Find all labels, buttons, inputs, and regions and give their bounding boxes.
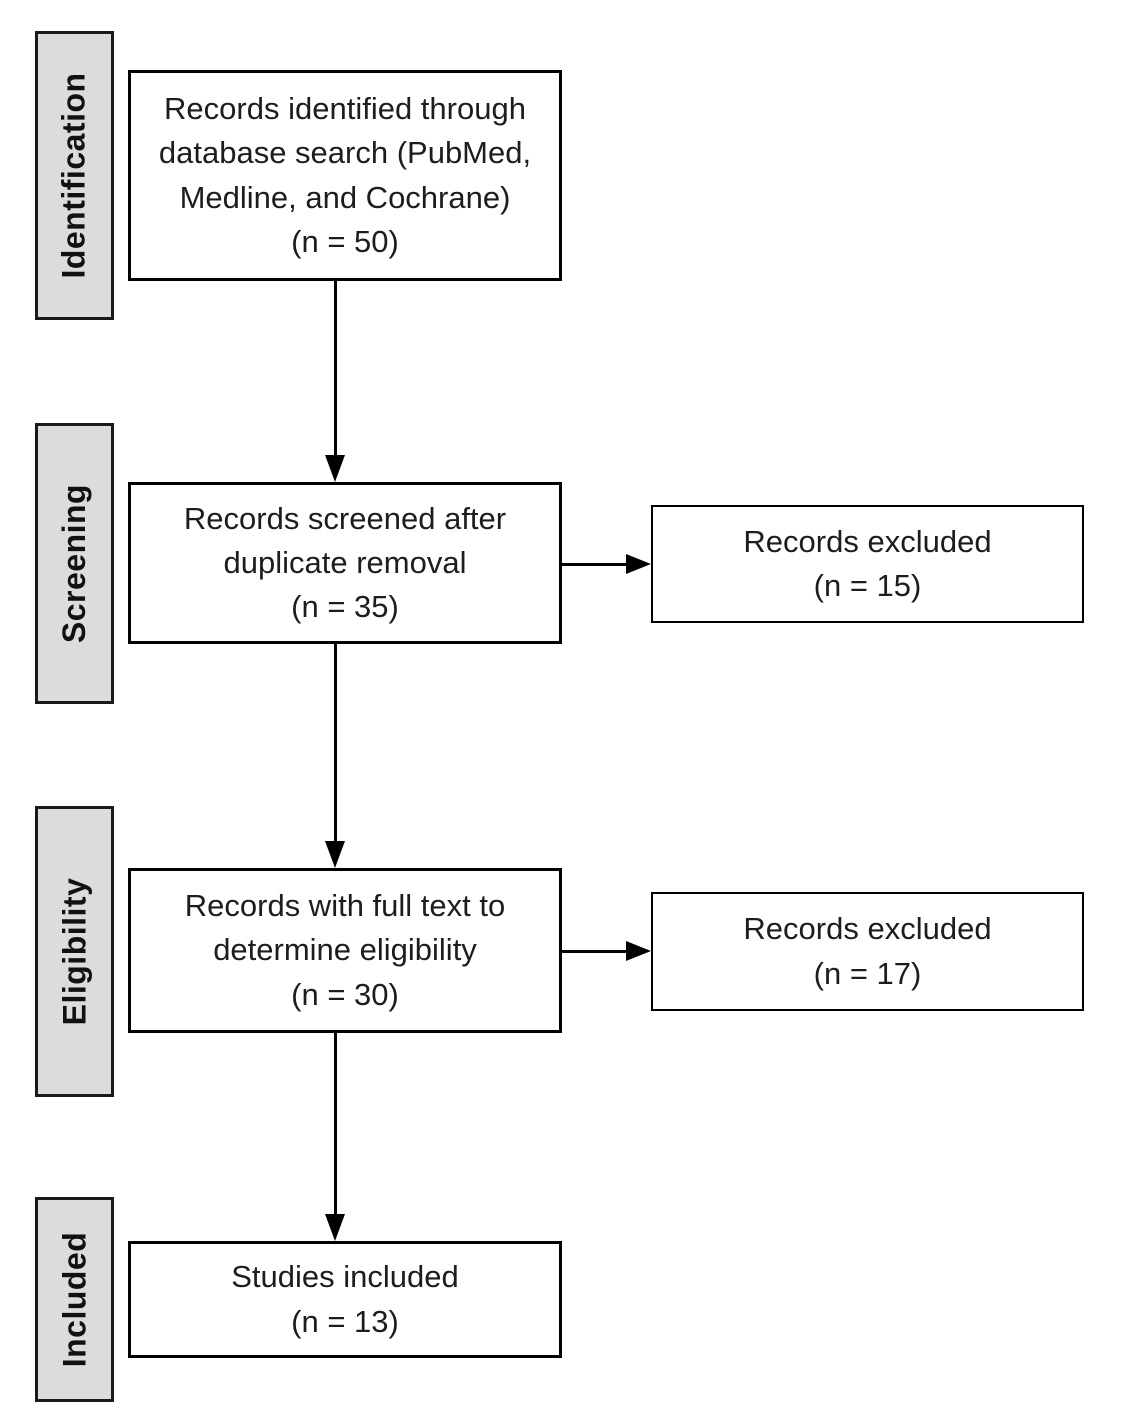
stage-label-eligibility-text: Eligibility (56, 877, 93, 1026)
stage-label-screening-text: Screening (56, 483, 92, 644)
arrow-shaft (333, 644, 337, 843)
box-records-full-text: Records with full text to determine elig… (128, 868, 562, 1033)
stage-label-screening: Screening (35, 423, 114, 704)
box-records-excluded-eligibility-text: Records excluded (n = 17) (743, 911, 992, 991)
stage-label-included: Included (35, 1197, 114, 1402)
arrow-head-right-icon (626, 554, 651, 574)
box-studies-included: Studies included (n = 13) (128, 1241, 562, 1358)
arrow-shaft (333, 281, 337, 457)
arrow-head-right-icon (626, 941, 651, 961)
stage-label-included-text: Included (56, 1231, 92, 1368)
box-studies-included-text: Studies included (n = 13) (231, 1259, 459, 1339)
box-records-excluded-screening: Records excluded (n = 15) (651, 505, 1084, 623)
stage-label-identification: Identification (35, 31, 114, 320)
arrow-right-full-text-to-excluded-icon (562, 941, 651, 961)
box-records-screened-text: Records screened after duplicate removal… (183, 500, 507, 624)
box-records-screened: Records screened after duplicate removal… (128, 482, 562, 644)
stage-label-identification-text: Identification (56, 72, 93, 279)
box-records-excluded-eligibility: Records excluded (n = 17) (651, 892, 1084, 1011)
box-records-excluded-screening-text: Records excluded (n = 15) (743, 523, 992, 603)
box-records-identified-text: Records identified through database sear… (158, 91, 532, 259)
stage-label-eligibility: Eligibility (35, 806, 114, 1097)
arrow-head-down-icon (325, 1214, 345, 1241)
arrow-head-down-icon (325, 455, 345, 482)
arrow-shaft (562, 562, 628, 566)
arrow-right-screened-to-excluded-icon (562, 554, 651, 574)
box-records-full-text-text: Records with full text to determine elig… (184, 888, 506, 1012)
arrow-down-full-text-to-included-icon (325, 1033, 345, 1241)
arrow-down-identified-to-screened-icon (325, 281, 345, 482)
arrow-shaft (562, 949, 628, 953)
box-records-identified: Records identified through database sear… (128, 70, 562, 281)
arrow-shaft (333, 1033, 337, 1216)
arrow-down-screened-to-full-text-icon (325, 644, 345, 868)
arrow-head-down-icon (325, 841, 345, 868)
